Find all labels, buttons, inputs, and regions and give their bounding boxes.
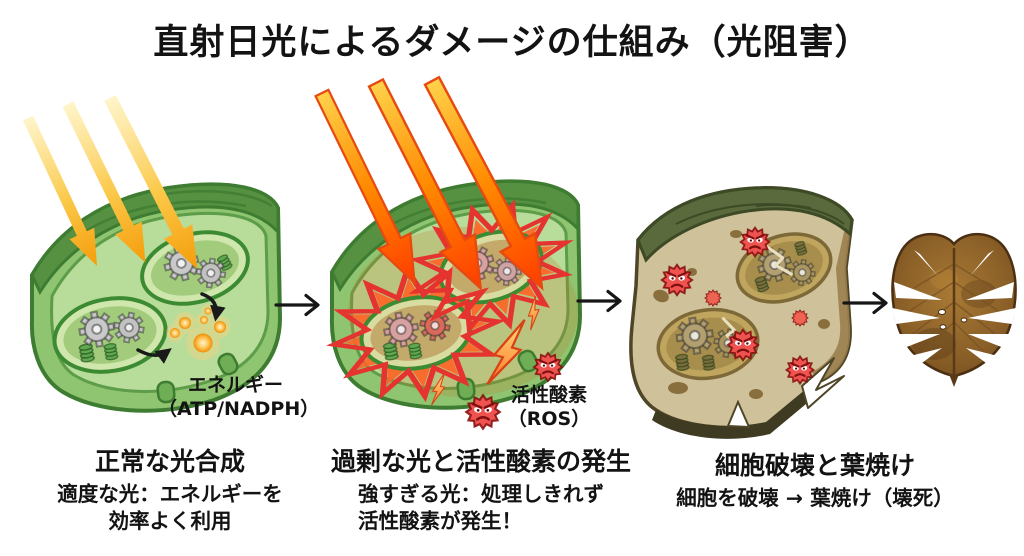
caption-stage-3-heading: 細胞破壊と葉焼け [714, 451, 915, 480]
crack [726, 399, 751, 429]
flow-arrow-icon [576, 289, 622, 313]
caption-stage-1: 正常な光合成 適度な光：エネルギーを 効率よく利用 [25, 447, 315, 535]
withered-leaf-icon [891, 232, 1017, 387]
ros-annotation-line-2: （ROS） [507, 407, 591, 430]
caption-stage-2-line-1: 強すぎる光：処理しきれず [358, 482, 604, 506]
ros-annotation: 活性酸素 （ROS） [490, 384, 608, 432]
plant-cell-destroyed [629, 186, 854, 439]
energy-annotation: エネルギー （ATP/NADPH） [158, 374, 320, 422]
caption-stage-3: 細胞破壊と葉焼け 細胞を破壊 → 葉焼け（壊死） [655, 451, 975, 512]
energy-annotation-line-2: （ATP/NADPH） [158, 397, 320, 420]
energy-glow-icon [166, 304, 231, 360]
energy-annotation-line-1: エネルギー [187, 374, 283, 396]
caption-stage-1-heading: 正常な光合成 [94, 447, 245, 476]
caption-stage-2-line-2: 活性酸素が発生！ [358, 509, 522, 534]
stage-4-illustration [891, 232, 1017, 387]
stage-3-illustration [629, 186, 854, 439]
necrosis-spots [653, 230, 830, 399]
crack [801, 357, 845, 409]
ros-annotation-line-1: 活性酸素 [510, 384, 587, 406]
caption-stage-2: 過剰な光と活性酸素の発生 強すぎる光：処理しきれず 活性酸素が発生！ [328, 447, 634, 535]
caption-stage-1-line-2: 効率よく利用 [108, 509, 232, 534]
chloroplast [52, 296, 168, 374]
broken-chloroplast [656, 307, 760, 381]
page-title: 直射日光によるダメージの仕組み（光阻害） [153, 23, 871, 63]
caption-stage-2-heading: 過剰な光と活性酸素の発生 [330, 447, 631, 476]
flow-arrow-icon [842, 291, 888, 315]
stage-1-illustration [15, 90, 283, 413]
chloroplast [140, 230, 250, 306]
leaf-slits [892, 250, 1016, 366]
flow-arrow-icon [274, 293, 320, 317]
caption-stage-3-line-1: 細胞を破壊 → 葉焼け（壊死） [676, 486, 954, 510]
conversion-arrow-icon [136, 292, 226, 364]
stage-2-illustration [305, 70, 590, 445]
caption-stage-1-line-1: 適度な光：エネルギーを [57, 482, 283, 506]
